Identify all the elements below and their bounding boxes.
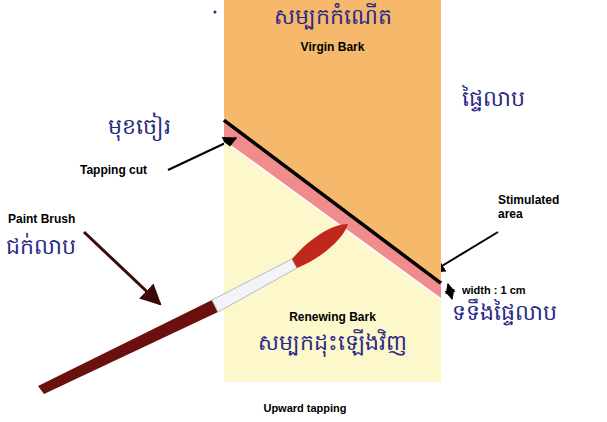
callout-khmer: ផ្ទៃលាប [462,84,525,114]
callout-label: Tapping cut [80,163,147,177]
leader-arrow [432,232,498,272]
dot [214,11,217,14]
callout-khmer: ទទឹងផ្ទៃលាប [452,298,557,328]
callout-khmer: ជក់លាប [6,232,76,262]
brush-handle [38,300,218,394]
width-arrow [448,284,452,299]
leader-arrow [84,232,160,304]
callout-label: Paint Brush [8,212,75,226]
dimension-label: width : 1 cm [462,284,526,297]
callout-khmer: មុខចៀរ [108,112,171,142]
callout-label: Stimulated area [498,193,570,222]
region-name: Renewing Bark [224,310,441,324]
region-name-khmer: សម្បកកំណើត [224,2,441,32]
region-fill [224,142,441,382]
region-name-khmer: សម្បកដុះឡើងវិញ [224,328,441,358]
renewing-bark-region: Renewing Bark សម្បកដុះឡើងវិញ [224,120,441,382]
caption: Upward tapping [263,402,346,415]
region-name: Virgin Bark [224,40,441,54]
